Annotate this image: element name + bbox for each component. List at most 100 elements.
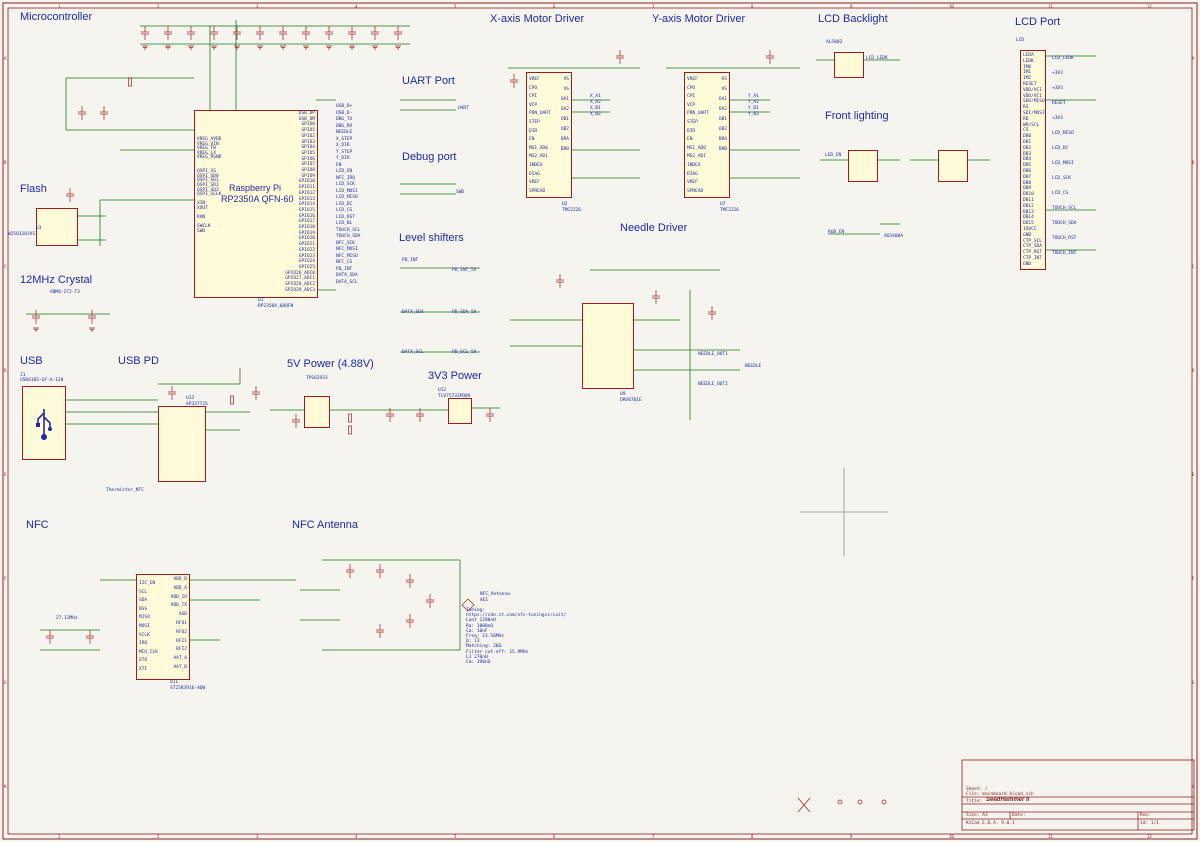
lcd-pin-label: LEDK xyxy=(1023,58,1034,64)
antenna-note: Cm: 390nΩ xyxy=(466,660,491,665)
frame-row-letter: H xyxy=(4,784,7,789)
front-light-chip-1 xyxy=(848,150,878,182)
antenna-note: Ra: 1000nΩ xyxy=(466,623,494,629)
driver-pin-label: OB1 xyxy=(560,117,569,122)
driver-pin-label: EN xyxy=(529,137,535,143)
frame-row-letter: E xyxy=(4,472,7,477)
frame-row-letter: E xyxy=(1192,472,1195,477)
capacitor-symbol xyxy=(292,414,300,428)
capacitor-symbol xyxy=(32,310,40,324)
mcu-pin-label: QSPI_SD1 xyxy=(197,178,219,184)
lcd-pin-label: DB1 xyxy=(1023,140,1032,145)
frame-row-letter: C xyxy=(4,264,7,269)
driver-pin-label: EN xyxy=(687,137,693,143)
usb-connector-part: USB4105-GF-A-120 xyxy=(20,378,64,383)
nfc-pin-label: VDD_A xyxy=(173,585,187,591)
mcu-pin-label: GPIO7 xyxy=(301,162,315,168)
driver-pin-label: OB2 xyxy=(718,127,727,132)
titleblock-file: File: mainboard.kicad_sch xyxy=(966,792,1034,797)
mcu-net-label: X_STEP xyxy=(336,136,353,142)
section-title-3v3-power: 3V3 Power xyxy=(428,370,482,382)
mcu-pin-label: GPIO17 xyxy=(298,219,315,225)
section-title-usb: USB xyxy=(20,355,43,367)
capacitor-symbol xyxy=(86,630,94,644)
mcu-net-label: LCD_SCK xyxy=(336,182,355,187)
titleblock-id: Id: 1/1 xyxy=(1140,821,1159,826)
usb-pd-chip xyxy=(158,406,206,482)
lcd-pin-label: CTP_SCL xyxy=(1023,238,1042,244)
ground-symbol xyxy=(33,327,39,332)
mcu-ref: U1 xyxy=(258,298,264,303)
driver-pin-label: CPI xyxy=(687,94,696,100)
mcu-net-label: Y_STEP xyxy=(336,149,353,155)
front-mosfet: AO3400A xyxy=(884,234,903,239)
mcu-pin-label: GPIO0 xyxy=(301,122,315,128)
ground-symbol xyxy=(395,45,401,50)
nfc-pin-label: AAT_A xyxy=(173,656,187,662)
capacitor-symbol xyxy=(346,564,354,578)
lcd-pin-label: DB15 xyxy=(1023,221,1034,227)
driver-pin-label: CPO xyxy=(529,85,538,91)
section-title-x-motor: X-axis Motor Driver xyxy=(490,13,585,25)
mcu-pin-label: GPIO2 xyxy=(301,133,315,139)
frame-row-letter: B xyxy=(1192,160,1195,165)
frame-row-letter: F xyxy=(4,576,7,581)
lcd-pin-label: DB12 xyxy=(1023,203,1034,209)
lcd-net-label: LCD_LEDK xyxy=(1052,56,1074,61)
lcd-net-label: TOUCH_SDA xyxy=(1052,221,1077,226)
ldo-part: TLV75733PDBV xyxy=(438,394,471,399)
nfc-pin-label: RFI2 xyxy=(176,647,187,653)
usb-pd-part: AP33772S xyxy=(186,402,208,407)
driver-pin-label: SPREAD xyxy=(687,188,704,194)
ground-symbol xyxy=(303,45,309,50)
driver-pin-label: VREF xyxy=(687,77,698,82)
section-title-nfc-antenna: NFC Antenna xyxy=(292,519,359,531)
buck-chip xyxy=(304,396,330,428)
capacitor-symbol xyxy=(164,26,172,40)
mcu-net-label: Y_DIR xyxy=(336,156,350,161)
capacitor-symbol xyxy=(88,310,96,324)
frame-row-letter: A xyxy=(1192,56,1195,61)
ground-symbol xyxy=(280,45,286,50)
y-motor-net-label: Y_B2 xyxy=(748,112,759,117)
mcu-pin-label: GPIO26_ADC0 xyxy=(285,270,315,276)
driver-pin-label: PDN_UART xyxy=(687,111,709,117)
driver-pin-label: VCP xyxy=(529,102,538,108)
driver-pin-label: OB1 xyxy=(718,117,727,122)
usb-c-connector xyxy=(22,386,66,460)
lcd-net-label: RESET xyxy=(1052,101,1066,106)
capacitor-symbol xyxy=(46,630,54,644)
lcd-pin-label: IOVCC xyxy=(1023,227,1037,232)
mcu-pin-label: GPIO16 xyxy=(298,213,315,219)
capacitor-symbol xyxy=(78,106,86,120)
mcu-pin-label: GPIO1 xyxy=(301,128,315,134)
driver-pin-label: PDN_UART xyxy=(529,111,551,117)
lcd-pin-label: DB7 xyxy=(1023,174,1032,180)
mcu-pin-label: GPIO29_ADC3 xyxy=(285,287,315,293)
section-title-uart: UART Port xyxy=(402,75,455,87)
nfc-pin-label: SCLK xyxy=(139,632,150,638)
mcu-pin-label: VREG_PGND xyxy=(197,155,222,161)
capacitor-symbol xyxy=(426,594,434,608)
antenna-note: Freq: 13.56MHz xyxy=(466,634,504,639)
frame-column-number: 5 xyxy=(454,834,457,839)
antenna-note: Tuning: xyxy=(466,608,485,613)
antenna-note: L1 270nH xyxy=(466,654,488,660)
level-net-6: PD_SCL_5V xyxy=(452,350,477,355)
section-title-level-shifters: Level shifters xyxy=(399,232,464,244)
mcu-pin-label: GPIO15 xyxy=(298,207,315,213)
mcu-net-label: NFC_MISO xyxy=(336,253,358,259)
ground-symbol xyxy=(188,45,194,50)
driver-pin-label: SPREAD xyxy=(529,188,546,194)
frame-column-number: 11 xyxy=(1048,834,1053,839)
resistor-symbol xyxy=(230,395,234,405)
lcd-net-label: +3V3 xyxy=(1052,116,1063,121)
mcu-pin-label: QSPI_SD0 xyxy=(197,173,219,179)
resistor-symbol xyxy=(348,425,352,435)
usb-connector-ref: J1 xyxy=(20,373,26,378)
x-motor-net-label: X_B1 xyxy=(590,106,601,111)
lcd-net-label: LCD_SCK xyxy=(1052,176,1071,181)
antenna-note: Ca: 10nF xyxy=(466,628,488,634)
